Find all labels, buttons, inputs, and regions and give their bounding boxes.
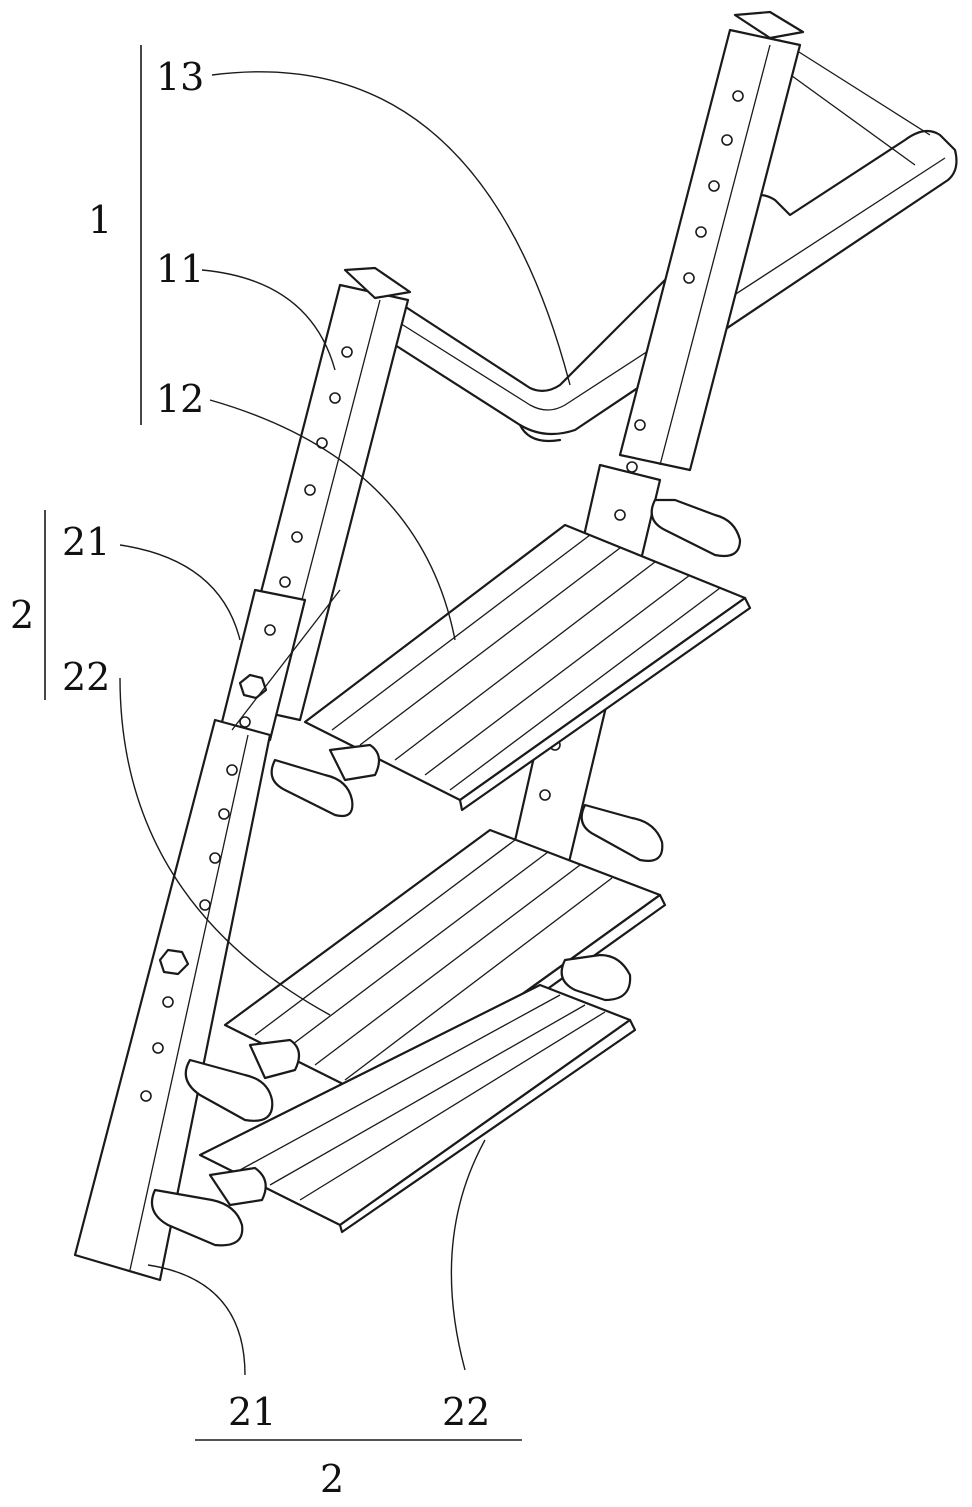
step-tread-12 bbox=[270, 498, 752, 818]
front-stile-lower bbox=[73, 589, 341, 1282]
leader-lines bbox=[119, 71, 571, 1376]
label-group-2-upper: 2 bbox=[10, 593, 34, 637]
label-group-2-bottom: 2 bbox=[320, 1457, 344, 1501]
label-part-11: 11 bbox=[156, 247, 204, 291]
label-part-21-bottom: 21 bbox=[228, 1390, 276, 1434]
label-part-12: 12 bbox=[156, 377, 204, 421]
label-part-22-bottom: 22 bbox=[442, 1390, 490, 1434]
label-part-21-upper: 21 bbox=[62, 520, 110, 564]
label-part-13: 13 bbox=[156, 55, 204, 99]
step-tread-lower bbox=[150, 953, 637, 1247]
reference-labels: 1 13 11 12 2 21 22 21 22 2 bbox=[10, 55, 490, 1501]
label-group-1: 1 bbox=[88, 198, 112, 242]
rear-stile bbox=[618, 10, 805, 473]
label-part-22-upper: 22 bbox=[62, 655, 110, 699]
